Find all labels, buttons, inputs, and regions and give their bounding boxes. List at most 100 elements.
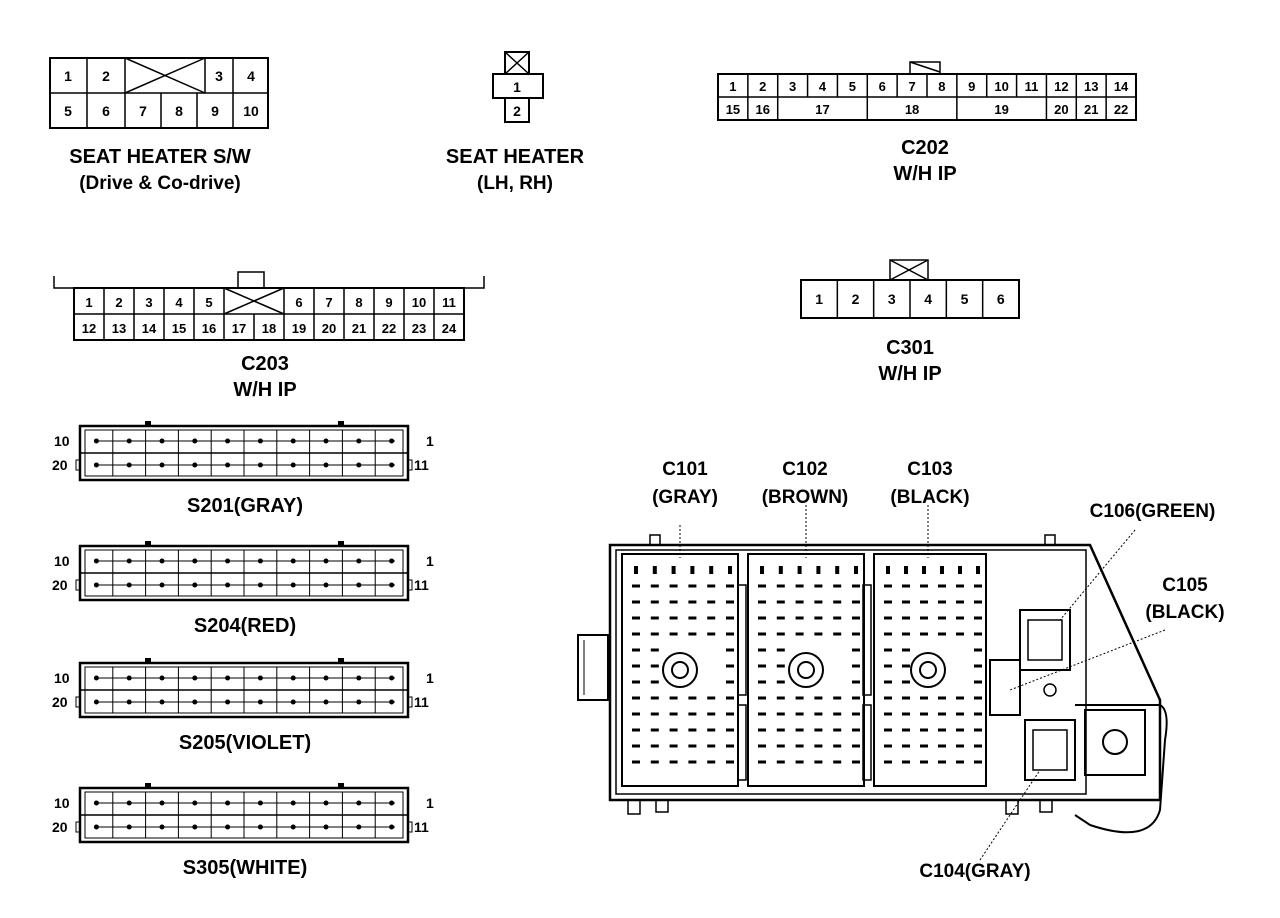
terminal-mark <box>726 632 734 636</box>
c202-subtitle: W/H IP <box>893 163 957 185</box>
terminal-mark <box>776 760 785 764</box>
terminal-mark <box>707 744 716 748</box>
terminal-mark <box>726 616 734 620</box>
terminal-mark <box>938 712 946 716</box>
terminal-mark <box>852 648 860 652</box>
seat-heater-switch-subtitle: (Drive & Co-drive) <box>79 173 241 194</box>
pin-label: 15 <box>726 102 740 117</box>
c301-title: C301 <box>886 337 934 359</box>
terminal-mark <box>758 600 766 604</box>
terminal-mark <box>728 566 732 574</box>
c105-color: (BLACK) <box>1145 602 1225 623</box>
terminal-mark <box>833 728 842 732</box>
pin-label: 2 <box>115 295 122 310</box>
terminal-mark <box>974 728 982 732</box>
splice-pin-label: 20 <box>52 694 68 710</box>
terminal-mark <box>707 712 716 716</box>
terminal-mark <box>758 744 766 748</box>
c104-label: C104(GRAY) <box>919 861 1031 882</box>
terminal-mark <box>902 728 910 732</box>
splice-pin-label: 11 <box>414 819 429 835</box>
terminal-mark <box>852 696 860 700</box>
terminal-mark <box>956 616 964 620</box>
terminal-mark <box>688 600 697 604</box>
terminal-mark <box>707 696 716 700</box>
splice-pack-label: S204(RED) <box>193 615 297 637</box>
terminal-mark <box>650 744 659 748</box>
pin-label: 17 <box>232 321 246 336</box>
terminal-mark <box>795 584 804 588</box>
pin-label: 2 <box>852 291 860 307</box>
pin-label: 5 <box>961 291 969 307</box>
splice-pin-label: 10 <box>54 553 70 569</box>
terminal-mark <box>669 584 678 588</box>
pin-label: 2 <box>102 68 110 84</box>
pin-label: 13 <box>112 321 126 336</box>
pin-label: 3 <box>789 79 796 94</box>
splice-pin-label: 10 <box>54 795 70 811</box>
terminal-mark <box>902 632 910 636</box>
pin-label: 6 <box>997 291 1005 307</box>
pin-label: 21 <box>1084 102 1098 117</box>
terminal-mark <box>884 760 892 764</box>
terminal-mark <box>814 616 823 620</box>
terminal-mark <box>726 600 734 604</box>
terminal-mark <box>974 632 982 636</box>
pin-label: 5 <box>64 103 72 119</box>
terminal-mark <box>920 744 928 748</box>
splice-pin-label: 1 <box>426 553 434 569</box>
terminal-mark <box>669 696 678 700</box>
terminal-mark <box>974 712 982 716</box>
splice-pin-label: 10 <box>54 670 70 686</box>
terminal-mark <box>884 664 892 668</box>
terminal-mark <box>776 664 785 668</box>
terminal-mark <box>776 696 785 700</box>
splice-pin-label: 1 <box>426 795 434 811</box>
terminal-mark <box>956 744 964 748</box>
terminal-mark <box>758 696 766 700</box>
terminal-mark <box>814 632 823 636</box>
terminal-mark <box>884 680 892 684</box>
terminal-mark <box>920 728 928 732</box>
c203-subtitle: W/H IP <box>233 379 297 401</box>
pin-label: 6 <box>295 295 302 310</box>
pin-label: 6 <box>102 103 110 119</box>
terminal-mark <box>902 696 910 700</box>
terminal-mark <box>920 616 928 620</box>
splice-pin-label: 11 <box>414 457 429 473</box>
terminal-mark <box>758 584 766 588</box>
terminal-mark <box>795 600 804 604</box>
seat-heater-switch-connector-drawing: 1 2 3 4 5 6 7 8 9 10 <box>49 57 269 129</box>
terminal-mark <box>814 696 823 700</box>
c105-label: C105 <box>1162 575 1208 596</box>
terminal-mark <box>884 648 892 652</box>
splice-pin-label: 11 <box>414 694 429 710</box>
terminal-mark <box>833 600 842 604</box>
terminal-mark <box>650 680 659 684</box>
terminal-mark <box>707 728 716 732</box>
terminal-mark <box>956 600 964 604</box>
terminal-mark <box>902 584 910 588</box>
terminal-mark <box>688 760 697 764</box>
terminal-mark <box>902 616 910 620</box>
terminal-mark <box>920 632 928 636</box>
terminal-mark <box>652 566 657 574</box>
terminal-mark <box>650 664 659 668</box>
terminal-mark <box>814 728 823 732</box>
terminal-mark <box>632 616 640 620</box>
pin-label: 24 <box>442 321 457 336</box>
pin-label: 20 <box>1054 102 1068 117</box>
terminal-mark <box>707 616 716 620</box>
terminal-mark <box>726 760 734 764</box>
pin-label: 12 <box>1054 79 1068 94</box>
terminal-mark <box>709 566 714 574</box>
terminal-mark <box>688 696 697 700</box>
c103-color: (BLACK) <box>890 487 970 508</box>
terminal-mark <box>760 566 764 574</box>
c202-title: C202 <box>901 137 949 159</box>
terminal-mark <box>854 566 858 574</box>
terminal-mark <box>669 712 678 716</box>
terminal-mark <box>920 584 928 588</box>
